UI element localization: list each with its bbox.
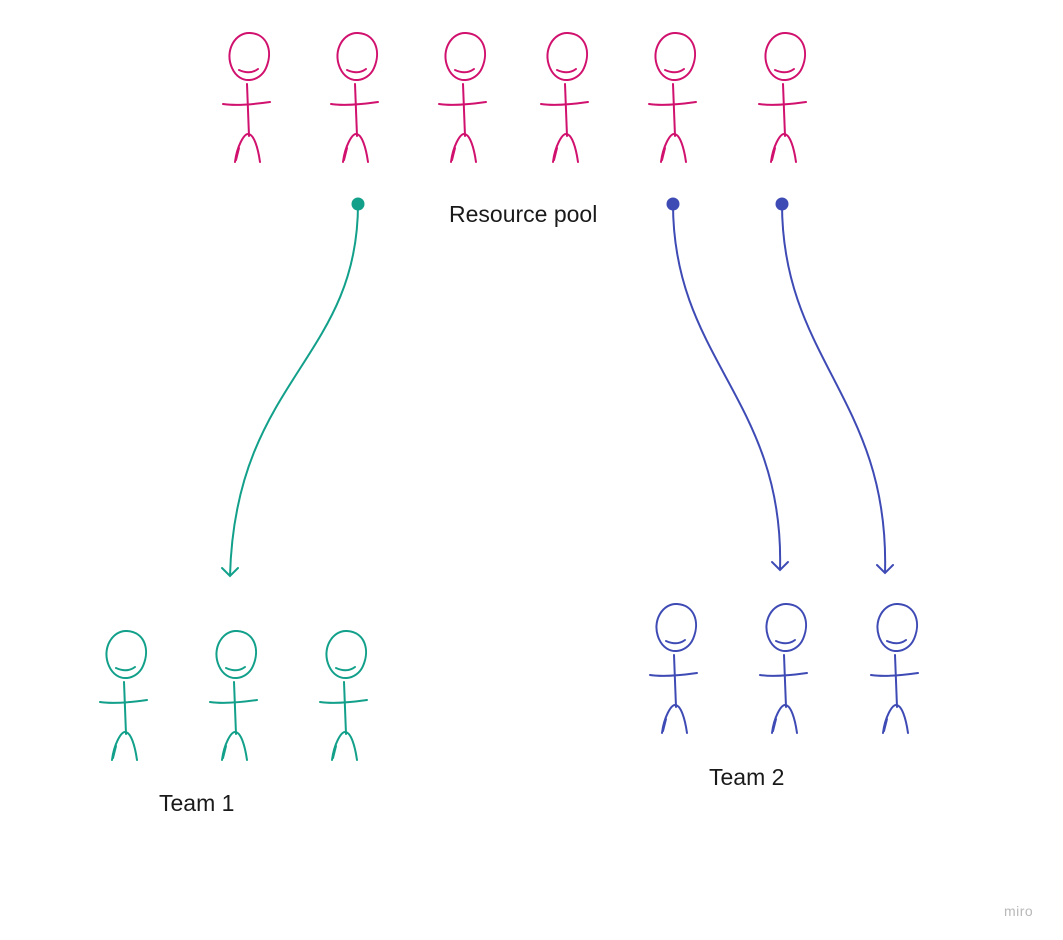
pool-person-icon	[438, 31, 487, 163]
assignment-arrow	[666, 197, 789, 572]
team2-person-icon	[759, 602, 808, 734]
team2-person-icon	[870, 602, 919, 734]
team-1-label: Team 1	[159, 790, 235, 816]
pool-person-icon	[758, 31, 807, 163]
assignment-arrow	[221, 197, 365, 578]
arrowhead-icon	[221, 567, 239, 578]
arrowhead-icon	[876, 564, 894, 575]
miro-watermark: miro	[1004, 903, 1034, 919]
assignment-arrow	[775, 197, 894, 575]
team1-person-icon	[209, 629, 258, 761]
connector-start-dot	[351, 197, 365, 211]
pool-person-icon	[648, 31, 697, 163]
pool-person-icon	[330, 31, 379, 163]
team2-person-icon	[649, 602, 698, 734]
connector-start-dot	[775, 197, 789, 211]
team1-person-icon	[319, 629, 368, 761]
connector-start-dot	[666, 197, 680, 211]
pool-person-icon	[540, 31, 589, 163]
team-2-label: Team 2	[709, 764, 785, 790]
arrowhead-icon	[771, 561, 789, 572]
team1-person-icon	[99, 629, 148, 761]
pool-person-icon	[222, 31, 271, 163]
resource-pool-label: Resource pool	[449, 201, 598, 227]
